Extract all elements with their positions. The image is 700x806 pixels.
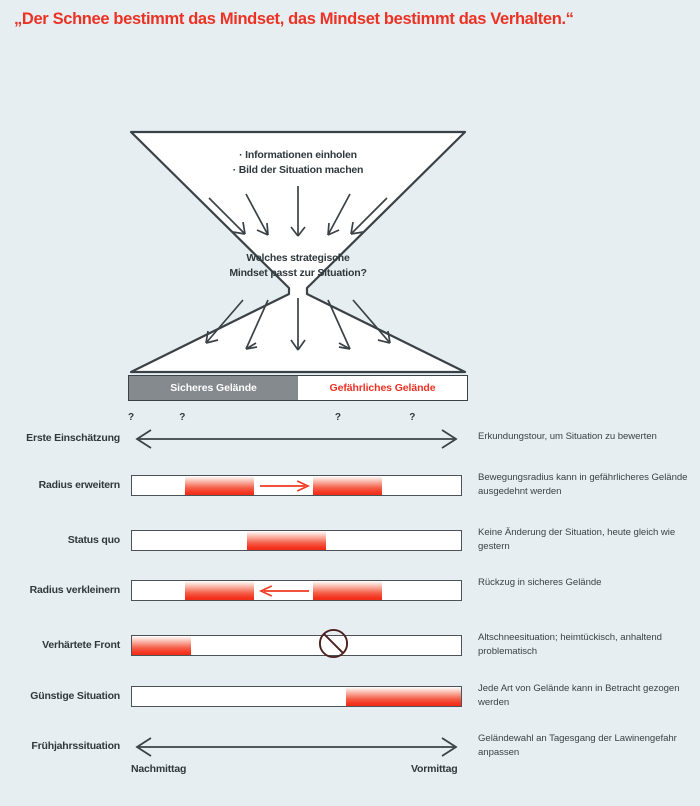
funnel-arrows-upper [208, 186, 388, 237]
row-guenstige-situation: Günstige Situation Jede Art von Gelände … [0, 683, 700, 723]
track-segment [247, 531, 327, 550]
row-description: Geländewahl an Tagesgang der Lawinengefa… [478, 733, 677, 758]
row-label: Status quo [67, 534, 120, 546]
double-arrow-icon [135, 737, 458, 757]
question-mark-group: ? ? ? ? [127, 412, 462, 426]
row-label: Verhärtete Front [42, 639, 120, 651]
time-label-afternoon: Nachmittag [131, 763, 187, 775]
row-label: Radius erweitern [38, 479, 121, 491]
question-mark: ? [127, 412, 135, 423]
row-verhaertete-front: Verhärtete Front Altschneesituation; hei… [0, 632, 700, 672]
terrain-track [131, 580, 462, 601]
question-mark: ? [409, 412, 416, 423]
row-description: Keine Änderung der Situation, heute glei… [478, 527, 676, 552]
terrain-track [131, 635, 462, 656]
row-description: Erkundungstour, um Situation zu bewerten [478, 431, 657, 442]
track-segment [312, 476, 383, 495]
terrain-safe-label: Sicheres Gelände [129, 376, 298, 400]
row-description: Bewegungsradius kann in gefährlicheres G… [478, 472, 688, 497]
row-label: Frühjahrssituation [31, 740, 120, 752]
row-label: Erste Einschätzung [26, 432, 120, 444]
track-segment [345, 687, 461, 706]
funnel-bullet-1: · Informationen einholen [239, 149, 357, 161]
prohibition-icon [318, 628, 349, 659]
row-erste-einschaetzung: Erste Einschätzung ? ? ? ? Erkundungstou… [0, 412, 700, 465]
funnel-top-text: · Informationen einholen · Bild der Situ… [128, 148, 468, 178]
terrain-track [131, 475, 462, 496]
row-radius-erweitern: Radius erweitern Bewegungsradius kann in… [0, 472, 700, 512]
funnel-question-line-2: Mindset passt zur Situation? [229, 267, 367, 279]
double-arrow-icon [135, 429, 458, 449]
arrow-left-icon [258, 584, 309, 597]
track-segment [184, 581, 254, 600]
funnel-question-text: Welches strategische Mindset passt zur S… [128, 251, 468, 281]
funnel-arrows-lower [205, 298, 391, 351]
row-radius-verkleinern: Radius verkleinern Rückzug in sicheres G… [0, 577, 700, 617]
terrain-danger-label: Gefährliches Gelände [298, 376, 467, 400]
row-status-quo: Status quo Keine Änderung der Situation,… [0, 527, 700, 567]
time-label-morning: Vormittag [411, 763, 458, 775]
track-segment [132, 636, 192, 655]
row-description: Rückzug in sicheres Gelände [478, 577, 602, 588]
row-description: Jede Art von Gelände kann in Betracht ge… [478, 683, 680, 708]
row-label: Günstige Situation [30, 690, 120, 702]
track-segment [184, 476, 254, 495]
funnel-shape [129, 130, 467, 374]
row-fruehjahrssituation: Frühjahrssituation Nachmittag Vormittag … [0, 733, 700, 775]
decision-funnel: · Informationen einholen · Bild der Situ… [128, 128, 468, 376]
question-mark: ? [334, 412, 341, 423]
page-title: „Der Schnee bestimmt das Mindset, das Mi… [14, 10, 574, 28]
track-segment [312, 581, 383, 600]
question-mark: ? [179, 412, 186, 423]
terrain-track [131, 686, 462, 707]
funnel-question-line-1: Welches strategische [246, 252, 350, 264]
arrow-right-icon [259, 479, 310, 492]
funnel-bullet-2: · Bild der Situation machen [232, 164, 364, 176]
terrain-track [131, 530, 462, 551]
row-description: Altschneesituation; heimtückisch, anhalt… [478, 632, 662, 657]
row-label: Radius verkleinern [29, 584, 121, 596]
terrain-legend-bar: Sicheres Gelände Gefährliches Gelände [128, 375, 468, 401]
